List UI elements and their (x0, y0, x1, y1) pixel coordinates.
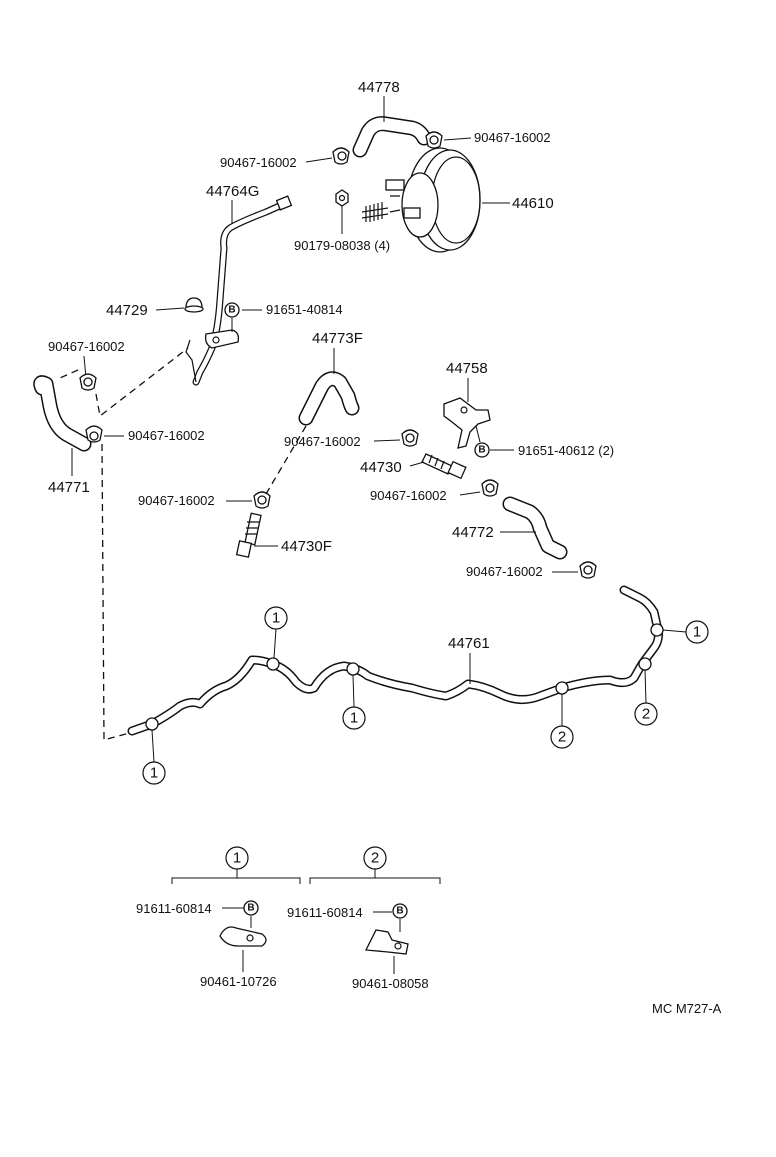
svg-text:1: 1 (693, 624, 701, 641)
clip-icon (79, 373, 97, 391)
label-clip-b: 90467-16002 (474, 130, 551, 145)
check-valve-44730 (421, 453, 467, 480)
bolt-b-icon: B (224, 302, 240, 318)
callout-1: 1 (264, 606, 288, 659)
clamp-marker (555, 681, 569, 695)
dashed-connector (265, 425, 307, 495)
legend1-clamp-label: 90461-10726 (200, 974, 277, 989)
legend2-clamp-label: 90461-08058 (352, 976, 429, 991)
label-clip-f: 90467-16002 (284, 434, 361, 449)
label-44730F: 44730F (281, 538, 332, 555)
clip-icon (425, 131, 443, 149)
label-44778: 44778 (358, 79, 400, 96)
clamp-marker (266, 657, 280, 671)
nut-icon (335, 189, 349, 207)
label-clip-d: 90467-16002 (128, 428, 205, 443)
svg-text:2: 2 (558, 729, 566, 746)
clip-icon (481, 479, 499, 497)
label-clip-g: 90467-16002 (370, 488, 447, 503)
label-44729: 44729 (106, 302, 148, 319)
label-clip-a: 90467-16002 (220, 155, 297, 170)
label-44772: 44772 (452, 524, 494, 541)
clip-icon (579, 561, 597, 579)
bolt-b-icon: B (474, 442, 490, 458)
svg-text:1: 1 (350, 710, 358, 727)
svg-text:B: B (478, 445, 485, 456)
label-44773F: 44773F (312, 330, 363, 347)
label-clip-e: 90467-16002 (138, 493, 215, 508)
svg-text:B: B (228, 305, 235, 316)
svg-text:B: B (396, 906, 403, 917)
hose-44778 (352, 116, 432, 158)
svg-text:2: 2 (642, 706, 650, 723)
clip-icon (401, 429, 419, 447)
label-44761: 44761 (448, 635, 490, 652)
clamp-icon (364, 929, 409, 955)
pipe-44761 (127, 585, 664, 736)
label-44758: 44758 (446, 360, 488, 377)
svg-text:2: 2 (371, 850, 379, 867)
clip-icon (332, 147, 350, 165)
label-44771: 44771 (48, 479, 90, 496)
hose-44773F (298, 371, 360, 426)
dashed-connector (101, 443, 141, 741)
label-nut: 90179-08038 (4) (294, 238, 390, 253)
callout-2: 2 (550, 694, 574, 749)
callout-2: 2 (634, 669, 658, 726)
hose-44771 (33, 375, 92, 452)
label-bolt-1: 91651-40814 (266, 302, 343, 317)
label-44730: 44730 (360, 459, 402, 476)
clip-icon (85, 425, 103, 443)
grommet-icon (184, 297, 204, 313)
brake-booster-44610 (361, 147, 481, 253)
callout-1: 1 (342, 674, 366, 730)
legend1-bolt-label: 91611-60814 (136, 901, 212, 916)
label-bolt-2: 91651-40612 (2) (518, 443, 614, 458)
bracket-44758 (443, 397, 491, 449)
clamp-marker (650, 623, 664, 637)
legend-group-1: 1 91611-60814 B 90461-10726 (136, 846, 301, 989)
dashed-connector (59, 347, 189, 418)
hose-44772 (502, 496, 568, 560)
clip-icon (253, 491, 271, 509)
label-44764G: 44764G (206, 183, 259, 200)
pipe-44764G (185, 195, 293, 386)
svg-text:1: 1 (272, 610, 280, 627)
svg-text:1: 1 (233, 850, 241, 867)
label-44610: 44610 (512, 195, 554, 212)
callout-1: 1 (662, 620, 709, 644)
clamp-marker (145, 717, 159, 731)
label-clip-c: 90467-16002 (48, 339, 125, 354)
svg-text:1: 1 (150, 765, 158, 782)
clamp-icon (219, 926, 267, 947)
clamp-marker (638, 657, 652, 671)
callout-1: 1 (142, 729, 166, 785)
label-clip-h: 90467-16002 (466, 564, 543, 579)
diagram-code: MC M727-A (652, 1001, 722, 1016)
legend-group-2: 2 91611-60814 B 90461-08058 (287, 846, 441, 991)
legend2-bolt-label: 91611-60814 (287, 905, 363, 920)
svg-text:B: B (247, 903, 254, 914)
check-valve-44730F (235, 512, 262, 558)
clamp-marker (346, 662, 360, 676)
